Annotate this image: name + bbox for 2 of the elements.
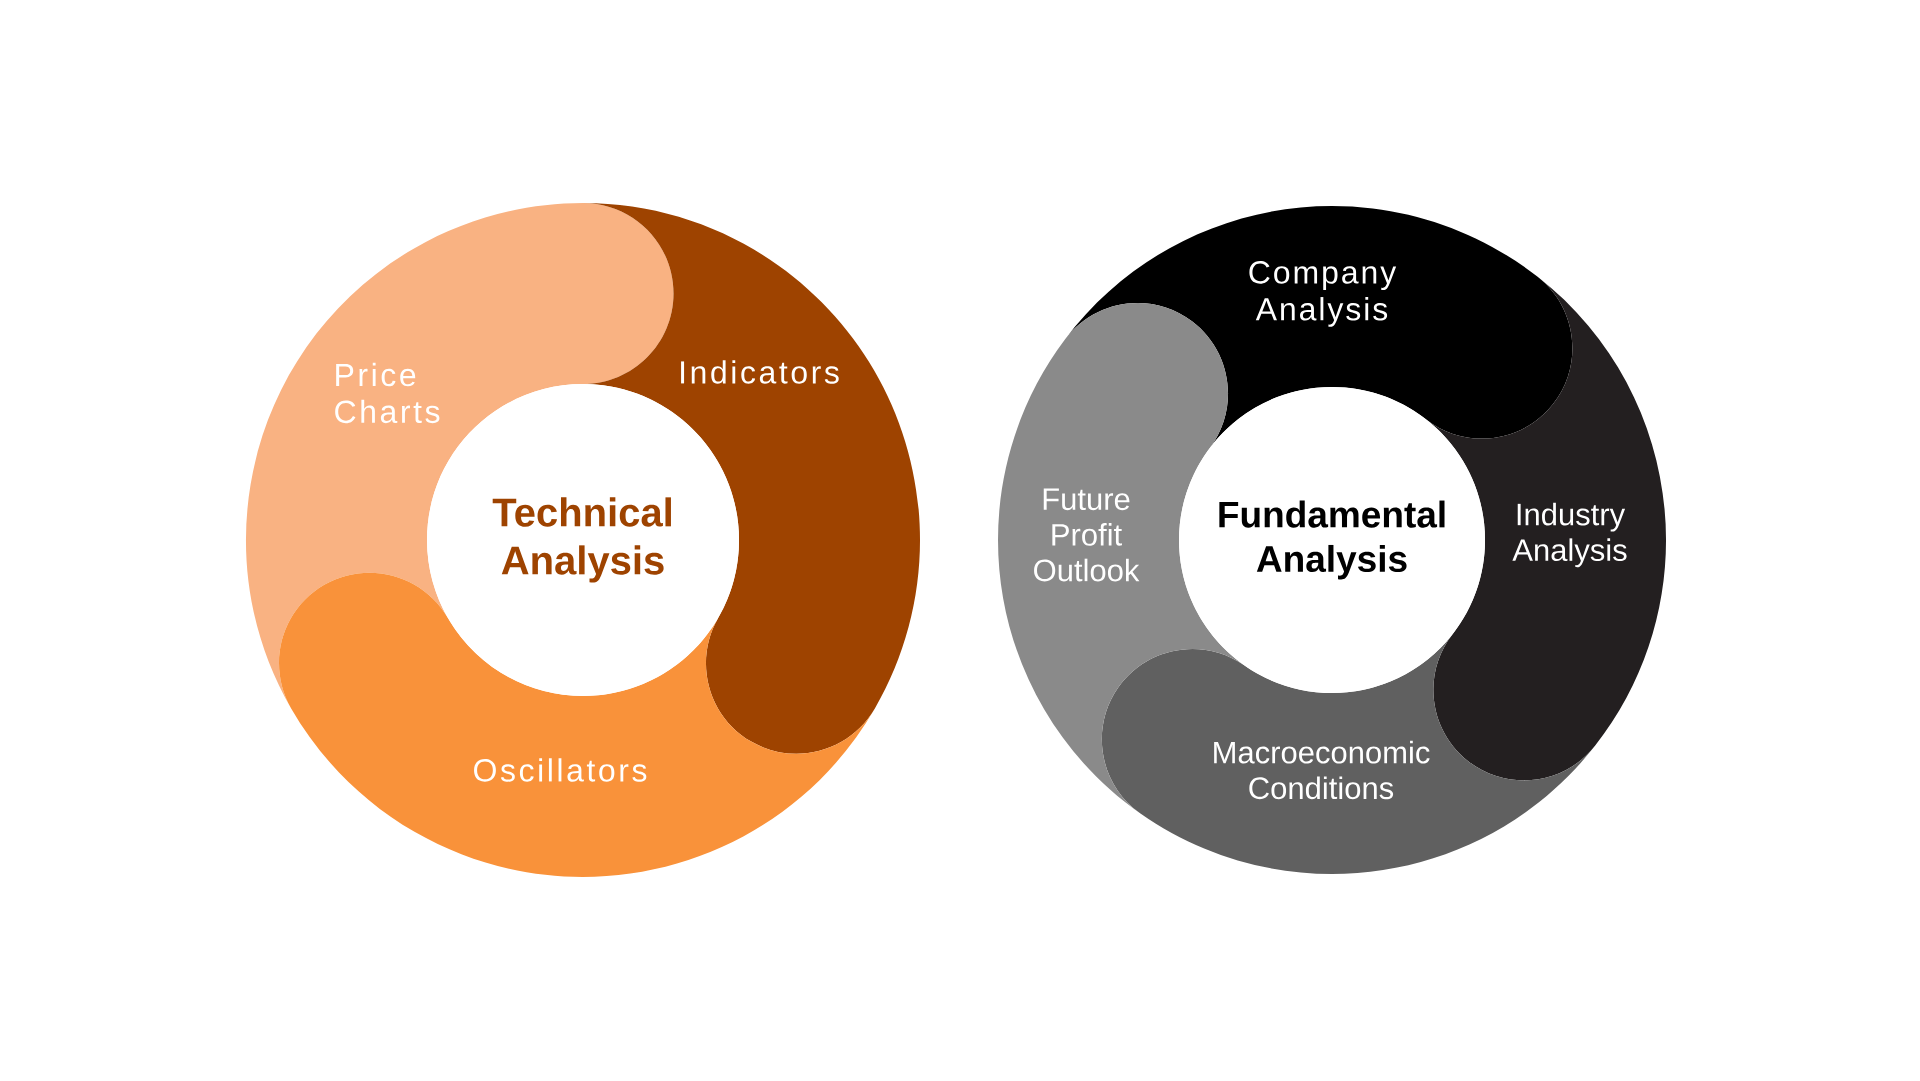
ring-segment: Macroeconomic Conditions — [1101, 634, 1596, 874]
ring-segment: Company Analysis — [1065, 206, 1573, 448]
